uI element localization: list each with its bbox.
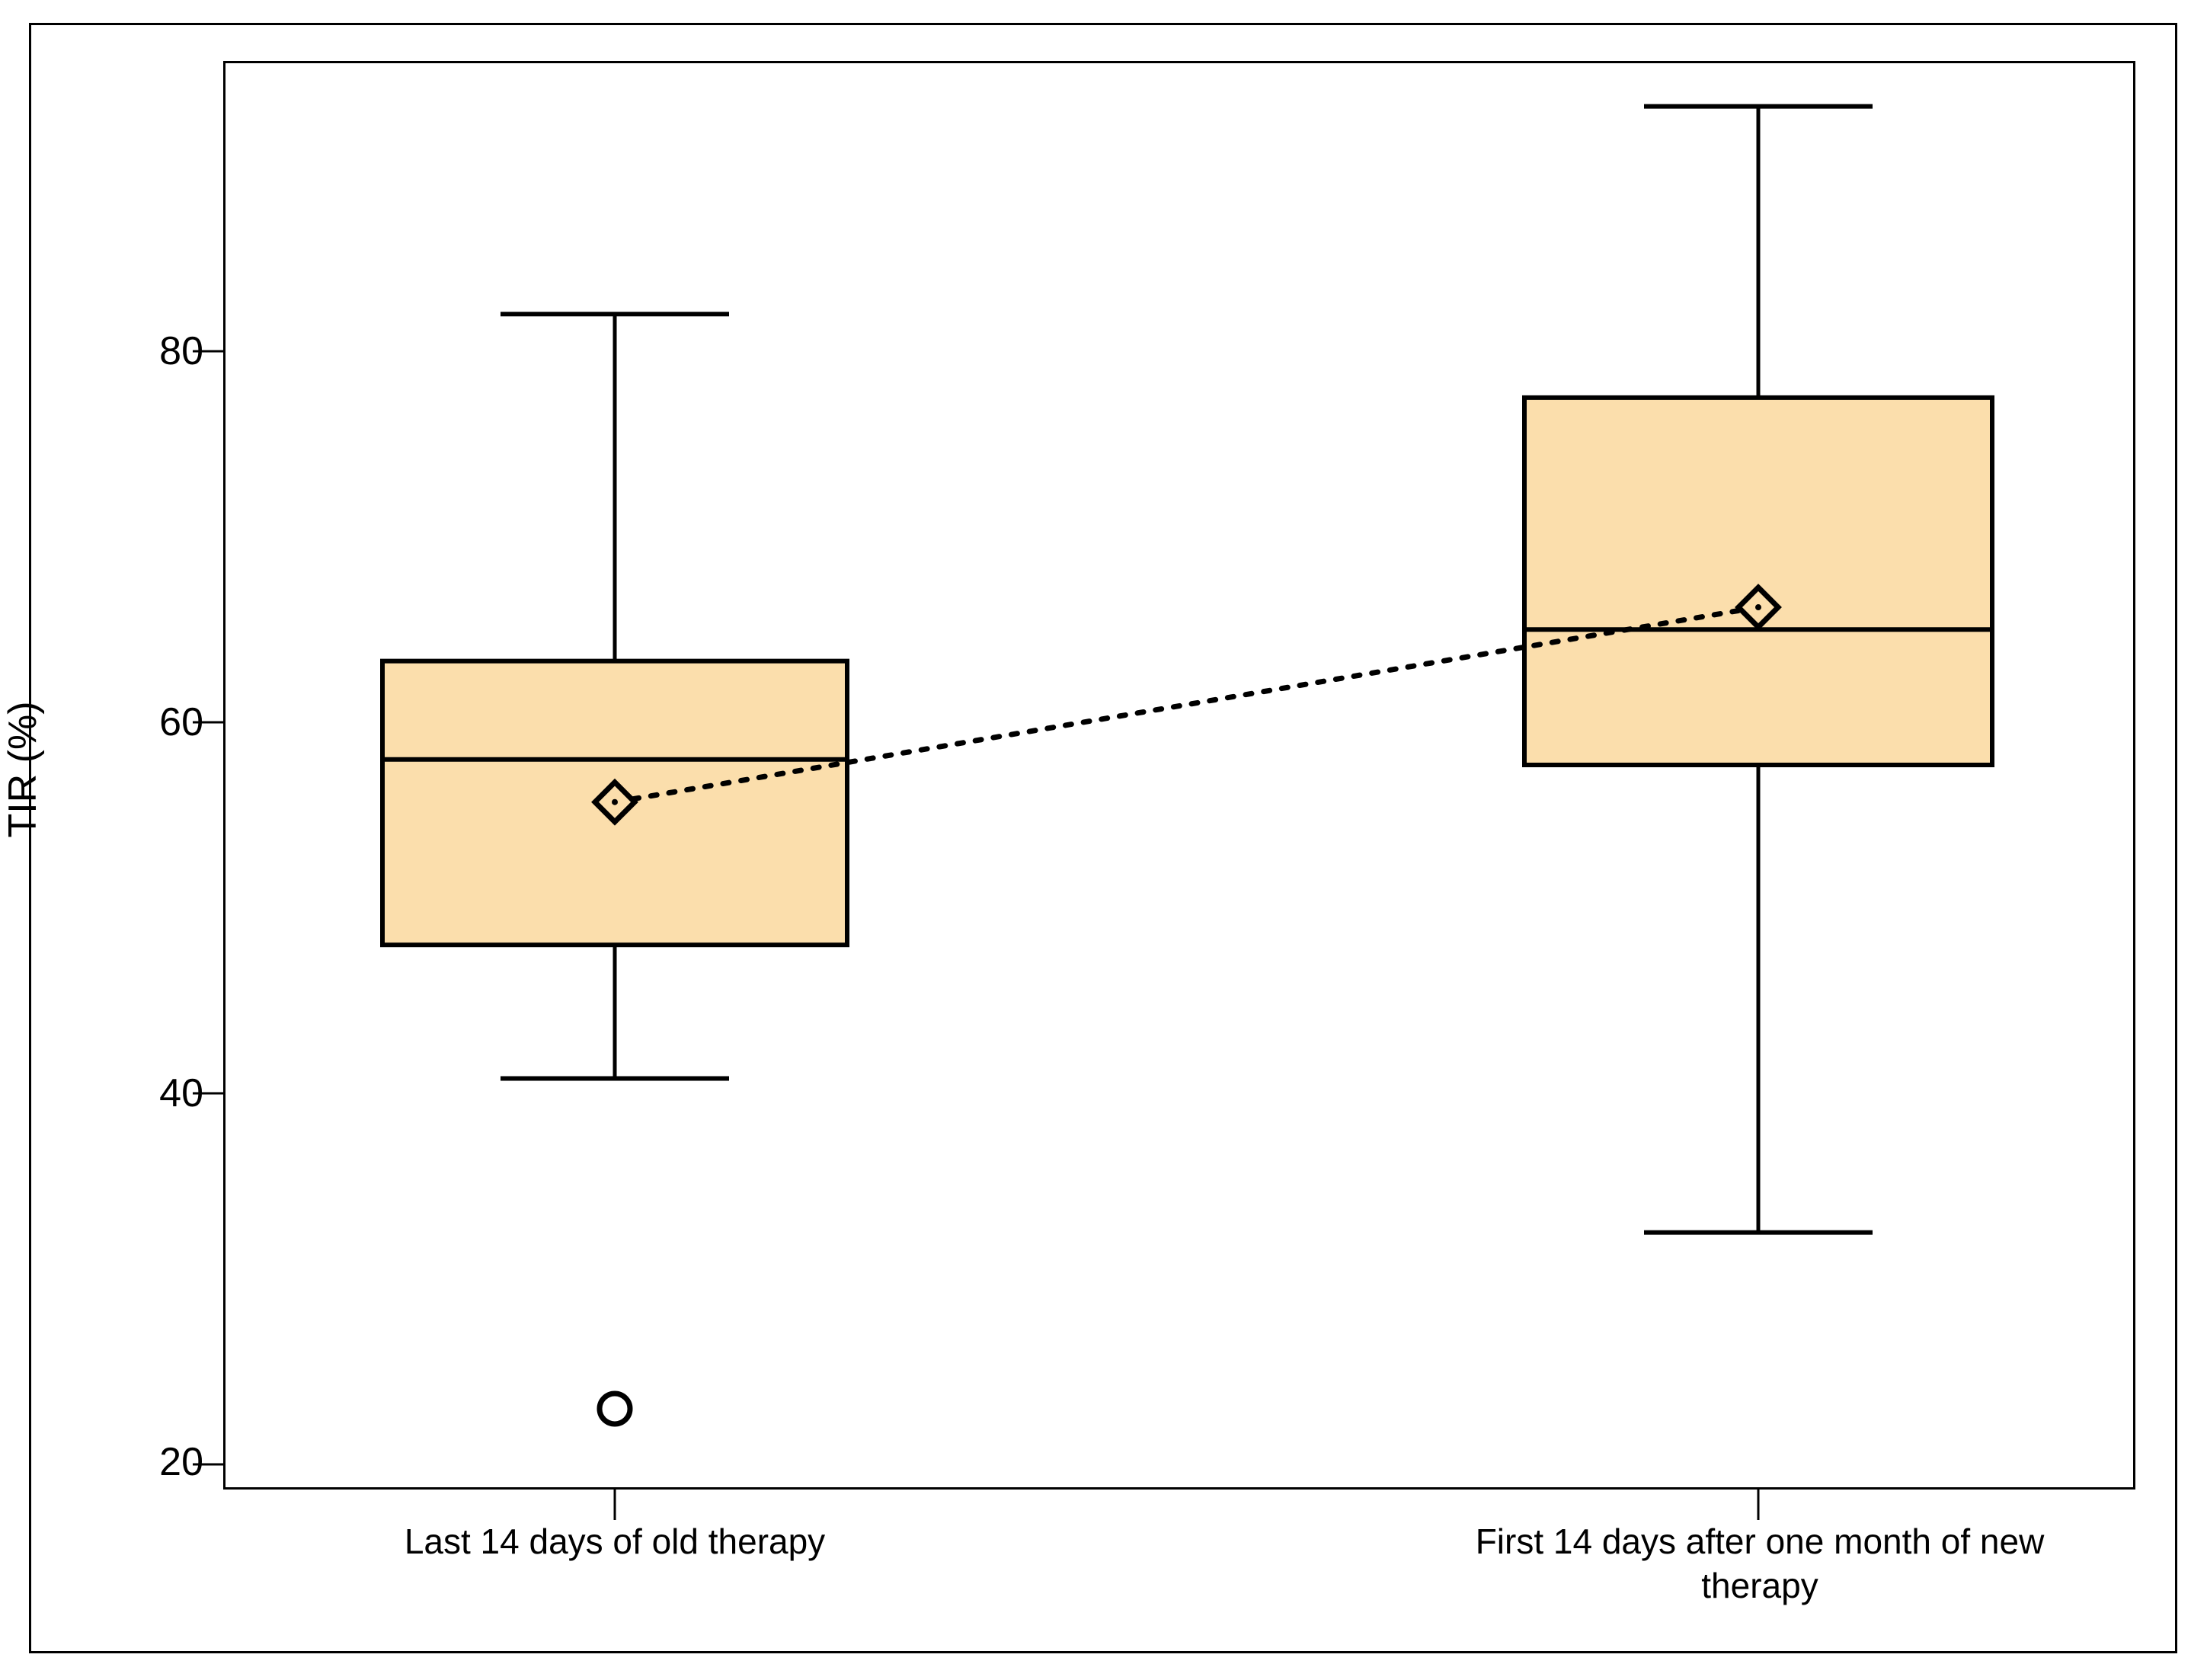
y-tick-label-40: 40 <box>159 1071 203 1115</box>
x-tick-label-group-2-line-1: First 14 days after one month of new <box>1475 1522 2045 1561</box>
y-tick-label-20: 20 <box>159 1440 203 1484</box>
y-tick-label-60: 60 <box>159 700 203 744</box>
x-tick-label-group-2-line-2: therapy <box>1701 1565 1818 1605</box>
y-axis-title: TIR (%) <box>1 701 45 838</box>
y-tick-label-80: 80 <box>159 329 203 373</box>
plot-area-border <box>223 61 2135 1490</box>
x-tick-label-group-2: First 14 days after one month of new ther… <box>1371 1520 2148 1608</box>
x-tick-label-group-1: Last 14 days of old therapy <box>404 1522 826 1561</box>
